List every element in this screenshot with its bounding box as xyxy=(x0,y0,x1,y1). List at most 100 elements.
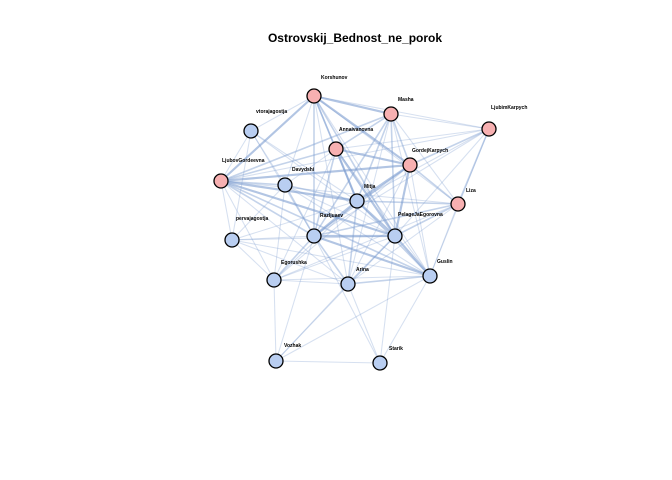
edge-Korshunov-Arina xyxy=(313,95,349,285)
edge-pervajagostja-Guslin xyxy=(231,239,431,277)
edge-vtorajagostja-pervajagostja xyxy=(231,130,252,241)
edge-Annaivanovna-Egorushka xyxy=(273,148,337,281)
edge-Liza-Egorushka xyxy=(273,203,459,281)
node-Liza xyxy=(450,196,466,212)
edge-pervajagostja-Razljuaev xyxy=(231,235,315,241)
edge-Mitja-Liza xyxy=(356,200,459,205)
edge-GordejKarpych-LjubovGordeevna xyxy=(220,163,411,183)
node-pervajagostja xyxy=(224,232,240,248)
edge-vtorajagostja-PelageJaEgorovna xyxy=(250,130,396,237)
edge-Davydshi-Guslin xyxy=(284,184,431,277)
node-LjubovGordeevna xyxy=(213,173,229,189)
edge-Masha-LjubovGordeevna xyxy=(220,113,392,182)
edge-Korshunov-Davydshi xyxy=(284,95,315,186)
edge-GordejKarpych-Egorushka xyxy=(273,164,411,281)
edge-PelageJaEgorovna-Arina xyxy=(347,235,396,285)
edge-Liza-Razljuaev xyxy=(313,203,459,237)
labels-layer: Korshunov vtorajagostja MashaLjubimKarpych… xyxy=(222,75,527,352)
edge-Korshunov-PelageJaEgorovna xyxy=(313,95,396,237)
edge-LjubovGordeevna-Egorushka xyxy=(220,180,275,281)
edge-Davydshi-PelageJaEgorovna xyxy=(284,184,396,237)
edge-Razljuaev-Guslin xyxy=(313,234,431,278)
edge-Korshunov-LjubovGordeevna xyxy=(220,95,315,182)
edge-Korshunov-Guslin xyxy=(313,95,431,277)
label-Razljuaev: Razljuaev xyxy=(320,213,343,219)
edge-Vozhak-Starik xyxy=(275,360,381,364)
edge-LjubovGordeevna-Liza xyxy=(220,180,459,205)
edge-Liza-PelageJaEgorovna xyxy=(394,203,459,237)
label-GordejKarpych: GordejKarpych xyxy=(412,148,448,154)
edge-Davydshi-Egorushka xyxy=(273,184,286,281)
node-vtorajagostja xyxy=(243,123,259,139)
edge-GordejKarpych-Guslin xyxy=(409,164,431,277)
edge-Annaivanovna-GordejKarpych xyxy=(335,147,411,167)
node-Korshunov xyxy=(306,88,322,104)
edge-LjubimKarpych-Razljuaev xyxy=(313,128,490,237)
node-Vozhak xyxy=(268,353,284,369)
node-GordejKarpych xyxy=(402,157,418,173)
label-Masha: Masha xyxy=(398,97,414,103)
edge-Masha-PelageJaEgorovna xyxy=(390,113,396,237)
edge-Masha-Liza xyxy=(390,113,459,205)
edge-Arina-Vozhak xyxy=(275,283,349,362)
edge-LjubovGordeevna-Davydshi xyxy=(220,180,286,186)
node-Egorushka xyxy=(266,272,282,288)
edge-Arina-Starik xyxy=(347,283,381,364)
node-LjubimKarpych xyxy=(481,121,497,137)
label-Liza: Liza xyxy=(466,188,476,194)
graph-title: Ostrovskij_Bednost_ne_porok xyxy=(267,31,443,45)
node-Arina xyxy=(340,276,356,292)
edge-Korshunov-vtorajagostja xyxy=(250,95,315,132)
edge-Guslin-Starik xyxy=(379,275,431,364)
edge-Liza-Guslin xyxy=(429,203,459,277)
edge-LjubovGordeevna-PelageJaEgorovna xyxy=(220,179,396,238)
node-Starik xyxy=(372,355,388,371)
edge-pervajagostja-Arina xyxy=(231,239,349,285)
edge-Korshunov-Annaivanovna xyxy=(313,95,337,150)
edges-layer xyxy=(220,94,490,364)
edge-Razljuaev-Vozhak xyxy=(275,235,315,362)
edge-LjubovGordeevna-Guslin xyxy=(220,180,431,277)
label-Korshunov: Korshunov xyxy=(321,75,348,81)
edge-vtorajagostja-Mitja xyxy=(250,130,358,202)
node-Masha xyxy=(383,106,399,122)
edge-PelageJaEgorovna-Starik xyxy=(379,235,396,364)
edge-Egorushka-Arina xyxy=(273,279,349,285)
edge-Egorushka-Vozhak xyxy=(273,279,277,362)
edge-LjubimKarpych-GordejKarpych xyxy=(409,128,490,166)
node-Annaivanovna xyxy=(328,141,344,157)
edge-Annaivanovna-Mitja xyxy=(335,148,358,202)
label-LjubimKarpych: LjubimKarpych xyxy=(491,105,527,111)
label-Starik: Starik xyxy=(389,346,403,352)
edge-GordejKarpych-Mitja xyxy=(356,164,411,202)
node-PelageJaEgorovna xyxy=(387,228,403,244)
label-Arina: Arina xyxy=(356,267,369,273)
edge-LjubimKarpych-Annaivanovna xyxy=(335,128,490,150)
edge-Mitja-Razljuaev xyxy=(313,200,358,237)
edge-Arina-Guslin xyxy=(347,275,431,285)
edge-Mitja-pervajagostja xyxy=(231,200,358,241)
node-Davydshi xyxy=(277,177,293,193)
label-Guslin: Guslin xyxy=(437,259,453,265)
label-Egorushka: Egorushka xyxy=(281,260,307,266)
edge-Razljuaev-Arina xyxy=(313,235,349,285)
edge-pervajagostja-Egorushka xyxy=(231,239,275,281)
edge-Mitja-PelageJaEgorovna xyxy=(356,200,396,237)
label-vtorajagostja: vtorajagostja xyxy=(256,109,287,115)
edge-PelageJaEgorovna-Egorushka xyxy=(273,235,396,281)
edge-Masha-LjubimKarpych xyxy=(390,113,490,130)
edge-LjubovGordeevna-vtorajagostja xyxy=(220,130,252,182)
node-Mitja xyxy=(349,193,365,209)
edge-Masha-Annaivanovna xyxy=(335,113,392,150)
label-PelageJaEgorovna: PelageJaEgorovna xyxy=(398,212,443,218)
edge-Korshunov-Masha xyxy=(313,94,392,116)
edge-Korshunov-GordejKarpych xyxy=(313,95,411,166)
label-pervajagostja: pervajagostja xyxy=(236,216,268,222)
node-Guslin xyxy=(422,268,438,284)
edge-Annaivanovna-Razljuaev xyxy=(313,148,337,237)
edge-GordejKarpych-PelageJaEgorovna xyxy=(393,164,412,237)
label-LjubovGordeevna: LjubovGordeevna xyxy=(222,158,265,164)
edge-Korshunov-Liza xyxy=(313,95,459,205)
label-Mitja: Mitja xyxy=(364,184,376,190)
